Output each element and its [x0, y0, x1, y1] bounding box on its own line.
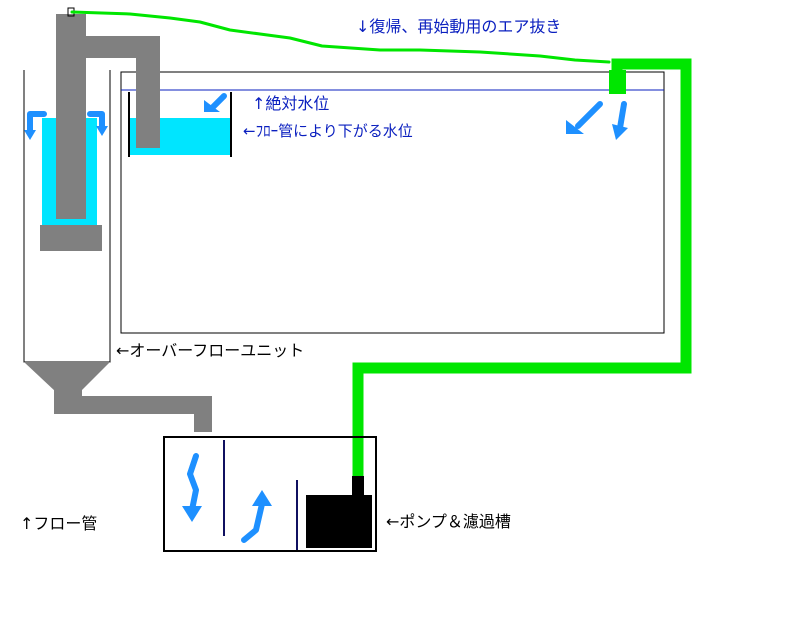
air-bleed-label: ↓復帰、再始動用のエア抜き — [356, 17, 561, 36]
siphon-pipe-right-leg-front — [136, 36, 160, 148]
return-pipe — [352, 58, 692, 496]
overflow-right-arrow-head — [96, 126, 108, 136]
intake-arrow-head — [204, 100, 220, 112]
overflow-unit-label: ←オーバーフローユニット — [116, 341, 304, 360]
lowered-level-label: ←ﾌﾛｰ管により下がる水位 — [243, 122, 413, 140]
sump-up-arrow-head — [252, 490, 272, 506]
sump-tank — [163, 436, 377, 552]
main-tank — [120, 36, 665, 334]
pump-outlet-stub — [352, 476, 364, 496]
outlet-arrow-right-head — [612, 124, 628, 140]
sump-down-arrow-head — [182, 506, 202, 522]
drain-pipe — [54, 390, 212, 432]
sump-up-arrow — [241, 501, 265, 543]
pump-filter-label: ←ポンプ＆濾過槽 — [386, 512, 511, 531]
sump-down-arrow — [187, 453, 199, 513]
return-pipe-outlet — [609, 70, 626, 94]
flow-pipe-label: ↑フロー管 — [20, 514, 97, 533]
outlet-arrow-left — [575, 101, 603, 129]
return-pipe-path — [352, 58, 692, 478]
flow-arrows — [24, 93, 628, 543]
overflow-left-arrow — [27, 111, 47, 137]
outlet-arrow-left-head — [566, 120, 584, 134]
overflow-unit-funnel — [24, 362, 110, 392]
overflow-unit-base-block — [40, 225, 102, 251]
pump-block — [306, 495, 372, 548]
sump-tank-outline — [163, 436, 377, 552]
main-tank-outline — [120, 71, 665, 334]
overflow-right-arrow — [87, 111, 105, 133]
overflow-left-arrow-head — [24, 130, 36, 140]
air-bleed-line — [70, 10, 611, 64]
outlet-arrow-right — [617, 101, 627, 131]
siphon-pipe-top — [56, 36, 160, 58]
absolute-level-label: ↑絶対水位 — [252, 94, 329, 113]
intake-arrow — [209, 93, 227, 111]
